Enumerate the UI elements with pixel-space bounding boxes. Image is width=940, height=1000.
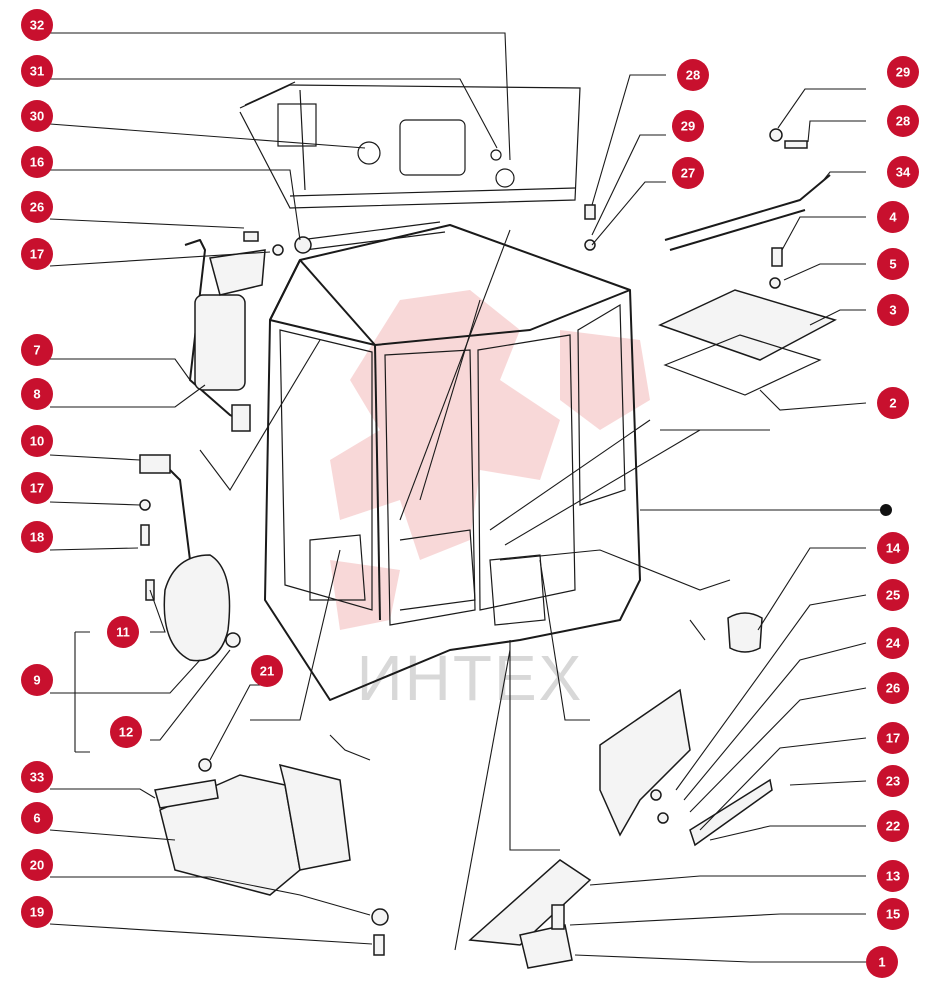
svg-text:13: 13 <box>886 869 900 884</box>
mirror-lower-drawing <box>139 454 231 662</box>
callout-25: 25 <box>877 579 909 611</box>
callout-33: 33 <box>21 761 53 793</box>
callout-26-left: 26 <box>21 191 53 223</box>
callout-17-upper: 17 <box>21 238 53 270</box>
svg-text:32: 32 <box>30 18 44 33</box>
svg-text:31: 31 <box>30 64 44 79</box>
callout-22: 22 <box>877 810 909 842</box>
svg-text:17: 17 <box>886 731 900 746</box>
svg-text:28: 28 <box>896 114 910 129</box>
callout-11: 11 <box>107 616 139 648</box>
svg-text:7: 7 <box>33 343 40 358</box>
svg-text:10: 10 <box>30 434 44 449</box>
callout-10: 10 <box>21 425 53 457</box>
svg-text:34: 34 <box>896 165 911 180</box>
callout-29-center: 29 <box>672 110 704 142</box>
svg-text:1: 1 <box>878 955 885 970</box>
svg-text:23: 23 <box>886 774 900 789</box>
svg-text:29: 29 <box>681 119 695 134</box>
callout-5: 5 <box>877 248 909 280</box>
callout-23: 23 <box>877 765 909 797</box>
bracket-drawing <box>599 612 773 847</box>
svg-text:18: 18 <box>30 530 44 545</box>
svg-text:19: 19 <box>30 905 44 920</box>
callout-31: 31 <box>21 55 53 87</box>
callout-16: 16 <box>21 146 53 178</box>
svg-text:28: 28 <box>686 68 700 83</box>
svg-text:4: 4 <box>889 210 897 225</box>
callout-26-right: 26 <box>877 672 909 704</box>
callout-27: 27 <box>672 157 704 189</box>
svg-text:14: 14 <box>886 541 901 556</box>
callout-18: 18 <box>21 521 53 553</box>
svg-text:26: 26 <box>30 200 44 215</box>
svg-text:30: 30 <box>30 109 44 124</box>
svg-text:33: 33 <box>30 770 44 785</box>
svg-text:24: 24 <box>886 636 901 651</box>
svg-text:17: 17 <box>30 481 44 496</box>
svg-text:8: 8 <box>33 387 40 402</box>
fender-drawing <box>154 763 351 896</box>
svg-text:25: 25 <box>886 588 900 603</box>
svg-text:6: 6 <box>33 811 40 826</box>
svg-text:29: 29 <box>896 65 910 80</box>
watermark-text: ИНТЕХ <box>357 642 584 714</box>
svg-text:16: 16 <box>30 155 44 170</box>
callout-34: 34 <box>887 156 919 188</box>
callout-28-center: 28 <box>677 59 709 91</box>
svg-text:26: 26 <box>886 681 900 696</box>
callout-14: 14 <box>877 532 909 564</box>
callout-29-right: 29 <box>887 56 919 88</box>
callout-13: 13 <box>877 860 909 892</box>
callout-30: 30 <box>21 100 53 132</box>
callout-9: 9 <box>21 664 53 696</box>
svg-text:22: 22 <box>886 819 900 834</box>
svg-text:27: 27 <box>681 166 695 181</box>
callout-17-right: 17 <box>877 722 909 754</box>
callout-2: 2 <box>877 387 909 419</box>
svg-text:17: 17 <box>30 247 44 262</box>
hardware-drawing <box>139 128 808 956</box>
callout-20: 20 <box>21 849 53 881</box>
callout-28-right: 28 <box>887 105 919 137</box>
callout-12: 12 <box>110 716 142 748</box>
callout-6: 6 <box>21 802 53 834</box>
svg-text:9: 9 <box>33 673 40 688</box>
mirror-upper-drawing <box>184 239 266 432</box>
roof-inset-drawing <box>239 81 581 209</box>
cab-body-drawing <box>264 221 641 701</box>
callout-7: 7 <box>21 334 53 366</box>
svg-text:21: 21 <box>260 664 274 679</box>
reference-dot <box>880 504 892 516</box>
callout-17-middle: 17 <box>21 472 53 504</box>
callout-19: 19 <box>21 896 53 928</box>
svg-text:20: 20 <box>30 858 44 873</box>
svg-text:15: 15 <box>886 907 900 922</box>
svg-text:12: 12 <box>119 725 133 740</box>
svg-text:2: 2 <box>889 396 896 411</box>
callout-1: 1 <box>866 946 898 978</box>
callout-8: 8 <box>21 378 53 410</box>
callout-4: 4 <box>877 201 909 233</box>
callout-15: 15 <box>877 898 909 930</box>
callout-21: 21 <box>251 655 283 687</box>
callout-32: 32 <box>21 9 53 41</box>
step-drawing <box>468 859 592 969</box>
svg-text:5: 5 <box>889 257 896 272</box>
svg-text:3: 3 <box>889 303 896 318</box>
callout-3: 3 <box>877 294 909 326</box>
svg-text:11: 11 <box>116 625 130 640</box>
roof-hatch-drawing <box>658 174 837 396</box>
callout-24: 24 <box>877 627 909 659</box>
